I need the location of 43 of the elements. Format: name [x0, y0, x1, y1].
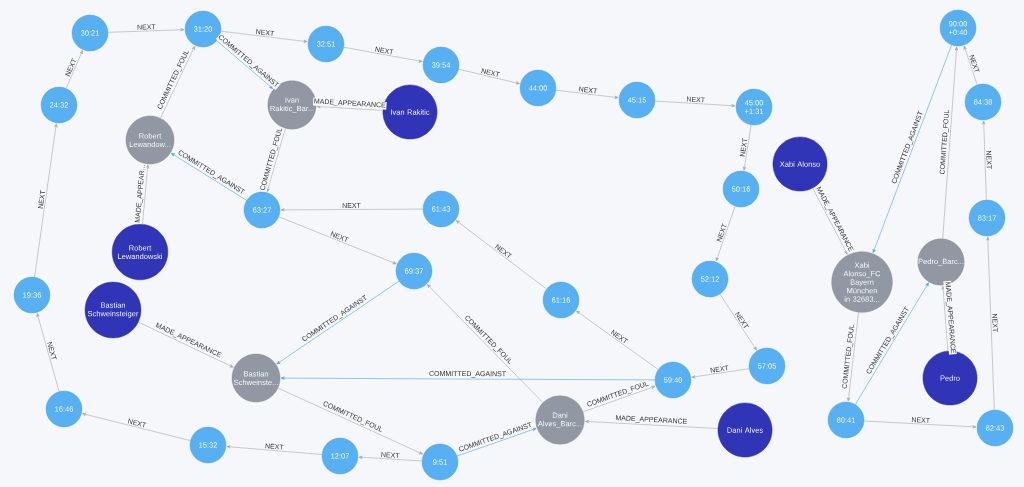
arrow: [555, 89, 619, 99]
arrow: [963, 45, 978, 86]
arrow: [455, 220, 547, 290]
arrow: [107, 28, 185, 33]
arrow: [427, 284, 544, 403]
arrow: [986, 236, 995, 411]
arrow: [576, 310, 659, 370]
arrow: [846, 312, 859, 402]
arrow: [855, 282, 929, 405]
arrow: [719, 293, 757, 351]
arrow: [82, 412, 191, 441]
arrow: [36, 313, 60, 392]
arrow: [65, 50, 83, 89]
arrow: [691, 368, 750, 379]
arrow: [280, 208, 424, 212]
arrow: [872, 44, 952, 253]
arrow: [941, 285, 949, 352]
arrow: [277, 387, 424, 455]
arrow: [278, 216, 397, 265]
arrow: [742, 124, 752, 171]
arrow: [138, 321, 234, 368]
arrow: [654, 100, 736, 108]
arrow: [216, 40, 274, 89]
arrow: [458, 68, 520, 85]
arrow: [34, 123, 58, 278]
arrow: [715, 205, 736, 262]
arrow: [280, 376, 656, 381]
arrow: [343, 46, 423, 63]
arrow: [160, 45, 196, 119]
arrow: [266, 128, 286, 192]
arrow: [584, 419, 719, 429]
arrow: [812, 187, 848, 255]
arrow: [316, 105, 384, 111]
arrow: [942, 46, 958, 239]
arrow: [582, 385, 656, 413]
arrow: [276, 280, 400, 365]
arrow: [456, 427, 537, 457]
arrow: [358, 455, 423, 462]
arrow: [226, 445, 323, 455]
arrow: [863, 420, 977, 429]
arrow: [220, 30, 308, 43]
arrow: [142, 164, 150, 225]
arrow: [982, 120, 987, 201]
